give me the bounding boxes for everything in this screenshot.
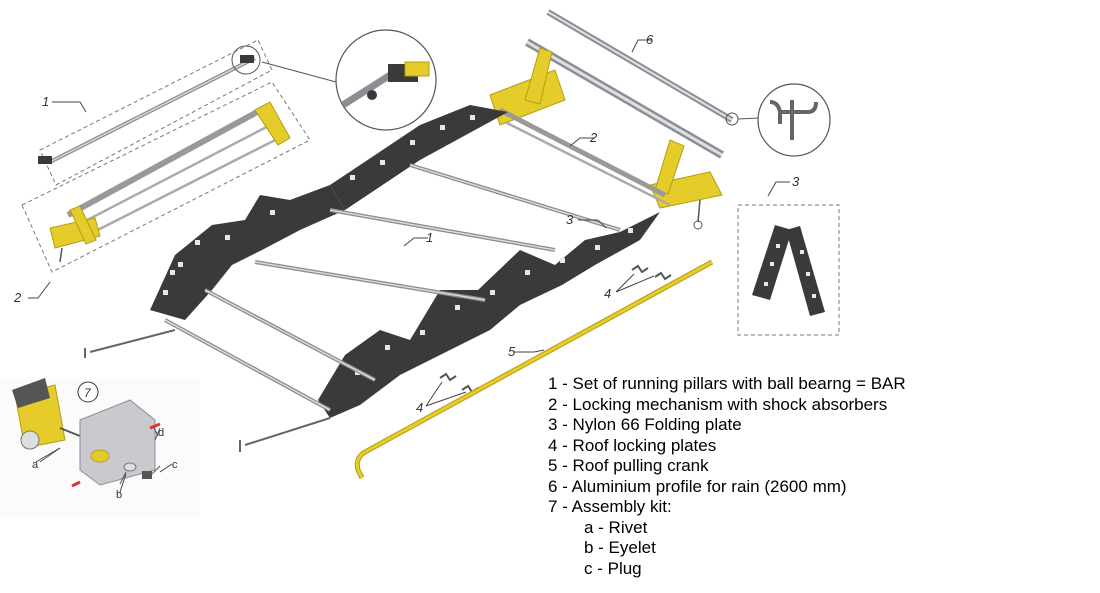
callout-2-center: 2 <box>589 130 598 145</box>
zoom-bearing-detail <box>231 29 437 131</box>
assembly-kit-detail <box>0 378 200 518</box>
legend-subitem-c: c - Plug <box>584 558 642 578</box>
roof-pulling-crank <box>354 259 714 480</box>
callout-leaders <box>28 39 790 493</box>
legend-subitem-a: a - Rivet <box>584 517 648 537</box>
legend-item-5: 5 - Roof pulling crank <box>548 456 709 475</box>
legend-item-3: 3 - Nylon 66 Folding plate <box>548 415 742 434</box>
detail-bar-box <box>38 39 273 186</box>
callout-a: a <box>32 459 39 471</box>
parts-legend: 1 - Set of running pillars with ball bea… <box>548 374 1048 579</box>
callout-1-center: 1 <box>426 230 433 245</box>
legend-item-6: 6 - Aluminium profile for rain (2600 mm) <box>548 476 847 496</box>
callout-4-right: 4 <box>604 286 611 301</box>
legend-item-1: 1 - Set of running pillars with ball bea… <box>548 374 906 393</box>
callout-7: 7 <box>84 386 92 400</box>
folding-plate-detail <box>737 204 840 336</box>
callout-c: c <box>172 459 178 471</box>
legend-item-7: 7 - Assembly kit: <box>548 497 672 516</box>
main-frame <box>84 47 723 452</box>
callout-3-center: 3 <box>566 212 574 227</box>
detail-lock-box <box>21 81 311 273</box>
callout-1-left: 1 <box>42 94 49 109</box>
legend-item-4: 4 - Roof locking plates <box>548 435 717 455</box>
callout-6: 6 <box>646 32 654 47</box>
callout-d: d <box>158 427 164 439</box>
legend-item-2: 2 - Locking mechanism with shock absorbe… <box>548 394 888 414</box>
callout-b: b <box>116 489 122 501</box>
callout-2-left: 2 <box>13 290 22 305</box>
aluminium-profile <box>524 9 831 159</box>
callout-3-detail: 3 <box>792 174 800 189</box>
callout-4-left: 4 <box>416 400 423 415</box>
legend-subitem-b: b - Eyelet <box>584 538 656 557</box>
callout-5: 5 <box>508 344 516 359</box>
